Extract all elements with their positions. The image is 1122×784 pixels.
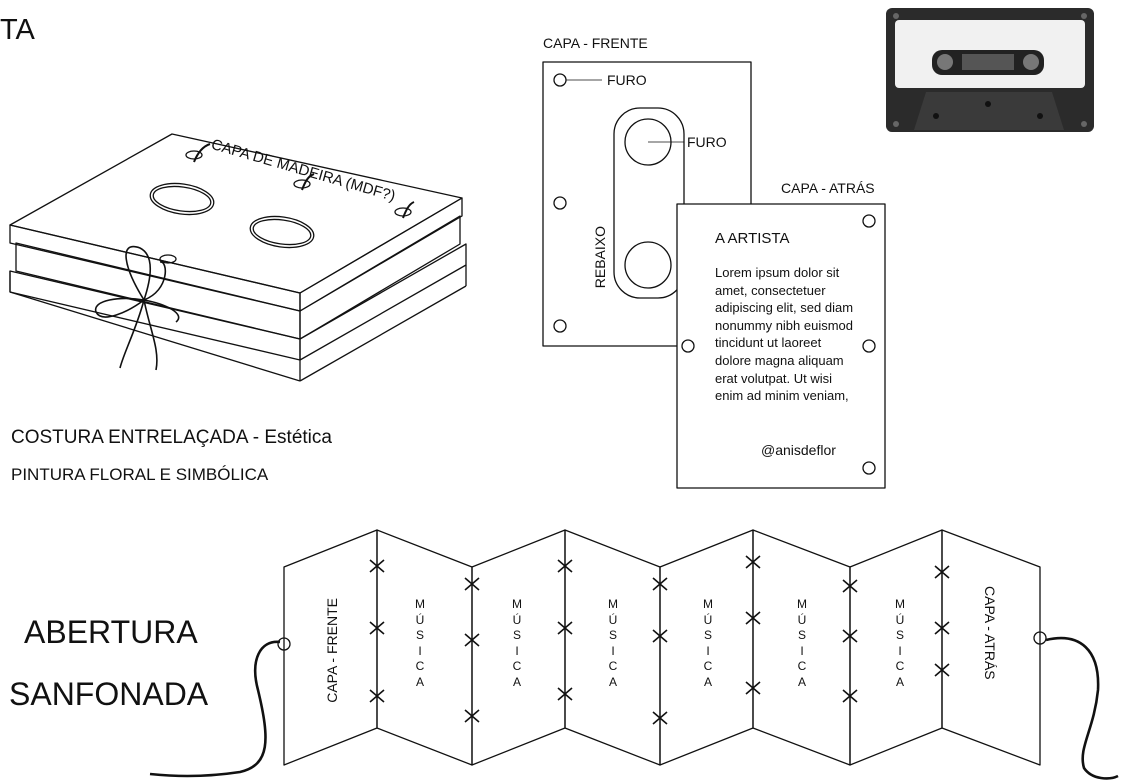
music-letter: A — [895, 674, 905, 689]
music-letter: M — [703, 597, 714, 611]
music-letter: Ú — [608, 612, 618, 627]
front-cover-recess-label: REBAIXO — [592, 226, 608, 289]
music-letter: S — [703, 628, 713, 642]
music-letter: M — [415, 597, 426, 611]
accordion-last-panel-label: CAPA - ATRÁS — [982, 586, 998, 680]
music-letter: M — [797, 597, 808, 611]
music-letter: M — [608, 597, 619, 611]
music-letter: C — [895, 659, 905, 673]
music-letter: I — [611, 643, 616, 658]
artist-bio: Lorem ipsum dolor sit amet, consectetuer… — [715, 265, 854, 404]
artist-handle: @anisdeflor — [761, 442, 836, 458]
back-cover-drawing — [676, 203, 886, 489]
music-letter: C — [608, 659, 618, 673]
music-letter: A — [703, 674, 713, 689]
music-letter: C — [703, 659, 713, 673]
wooden-box-drawing — [9, 133, 467, 382]
accordion-label-line1: ABERTURA — [24, 614, 198, 650]
music-letter: S — [415, 628, 425, 642]
accordion-drawing — [149, 529, 1119, 780]
accordion-first-panel-label: CAPA - FRENTE — [324, 598, 340, 703]
front-cover-title: CAPA - FRENTE — [543, 35, 648, 51]
music-letter: S — [512, 628, 522, 642]
music-letter: M — [895, 597, 906, 611]
music-letter: Ú — [703, 612, 713, 627]
front-cover-hole-label: FURO — [607, 72, 647, 88]
music-letter: I — [418, 643, 423, 658]
music-letter: Ú — [512, 612, 522, 627]
music-letter: S — [608, 628, 618, 642]
page-title-fragment: TA — [0, 14, 35, 46]
music-letter: A — [415, 674, 425, 689]
music-letter: Ú — [797, 612, 807, 627]
music-letter: A — [797, 674, 807, 689]
music-letter: S — [797, 628, 807, 642]
music-letter: C — [797, 659, 807, 673]
artist-heading: A ARTISTA — [715, 230, 790, 247]
music-letter: S — [895, 628, 905, 642]
note-painting: PINTURA FLORAL E SIMBÓLICA — [11, 465, 269, 484]
music-letter: C — [415, 659, 425, 673]
cassette-tape-image — [886, 8, 1094, 132]
music-letter: I — [898, 643, 903, 658]
front-cover-window-label: FURO — [687, 134, 727, 150]
music-letter: A — [512, 674, 522, 689]
music-letter: Ú — [895, 612, 905, 627]
music-letter: A — [608, 674, 618, 689]
music-letter: C — [512, 659, 522, 673]
music-letter: M — [512, 597, 523, 611]
music-letter: I — [515, 643, 520, 658]
music-letter: I — [706, 643, 711, 658]
music-letter: I — [800, 643, 805, 658]
note-stitching: COSTURA ENTRELAÇADA - Estética — [11, 427, 332, 448]
back-cover-title: CAPA - ATRÁS — [781, 180, 875, 196]
accordion-label-line2: SANFONADA — [9, 676, 209, 712]
music-letter: Ú — [415, 612, 425, 627]
